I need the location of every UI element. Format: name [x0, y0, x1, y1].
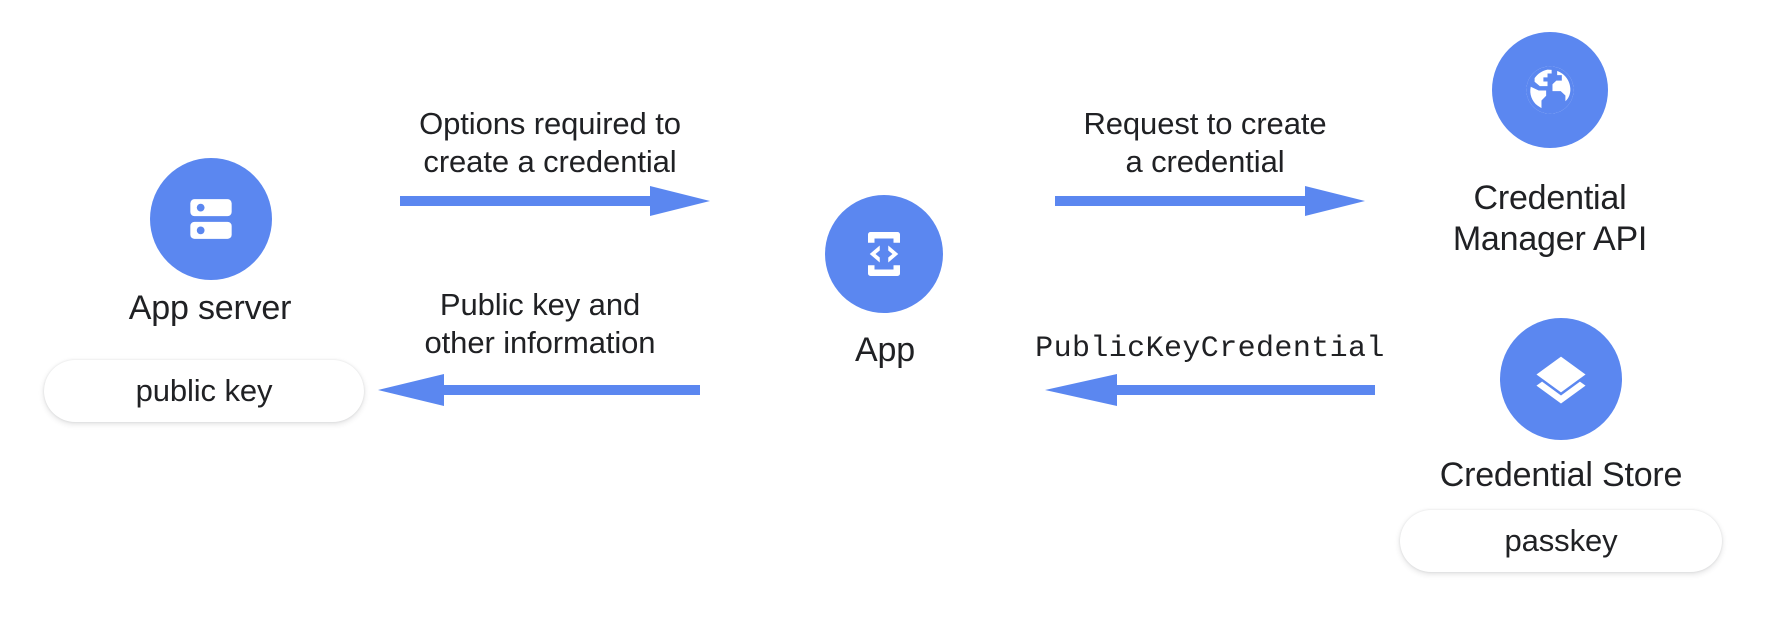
server-icon: [150, 158, 272, 280]
node-credential-store-label: Credential Store: [1439, 456, 1683, 494]
node-credential-manager-api-label: Credential Manager API: [1452, 179, 1648, 258]
arrow-options-required: [400, 184, 710, 218]
arrow-label-request-to-create: Request to create a credential: [1083, 106, 1327, 179]
arrow-label-public-key-and-other-information: Public key and other information: [424, 287, 656, 360]
arrow-request-to-create: [1055, 184, 1365, 218]
arrow-label-options-required: Options required to create a credential: [419, 106, 681, 179]
app-code-phone-icon: [825, 195, 943, 313]
pill-public-key: public key: [44, 360, 364, 422]
layers-icon: [1500, 318, 1622, 440]
arrow-public-key-and-other-information: [378, 372, 700, 408]
node-app-server: [150, 158, 272, 280]
node-credential-manager-api: [1492, 32, 1608, 148]
arrow-label-public-key-credential: PublicKeyCredential: [1035, 332, 1385, 366]
node-app-label: App: [855, 331, 915, 369]
globe-icon: [1492, 32, 1608, 148]
node-app-server-label: App server: [128, 289, 292, 327]
node-credential-store: [1500, 318, 1622, 440]
node-app: [825, 195, 943, 313]
pill-passkey: passkey: [1400, 510, 1722, 572]
arrow-public-key-credential: [1045, 372, 1375, 408]
